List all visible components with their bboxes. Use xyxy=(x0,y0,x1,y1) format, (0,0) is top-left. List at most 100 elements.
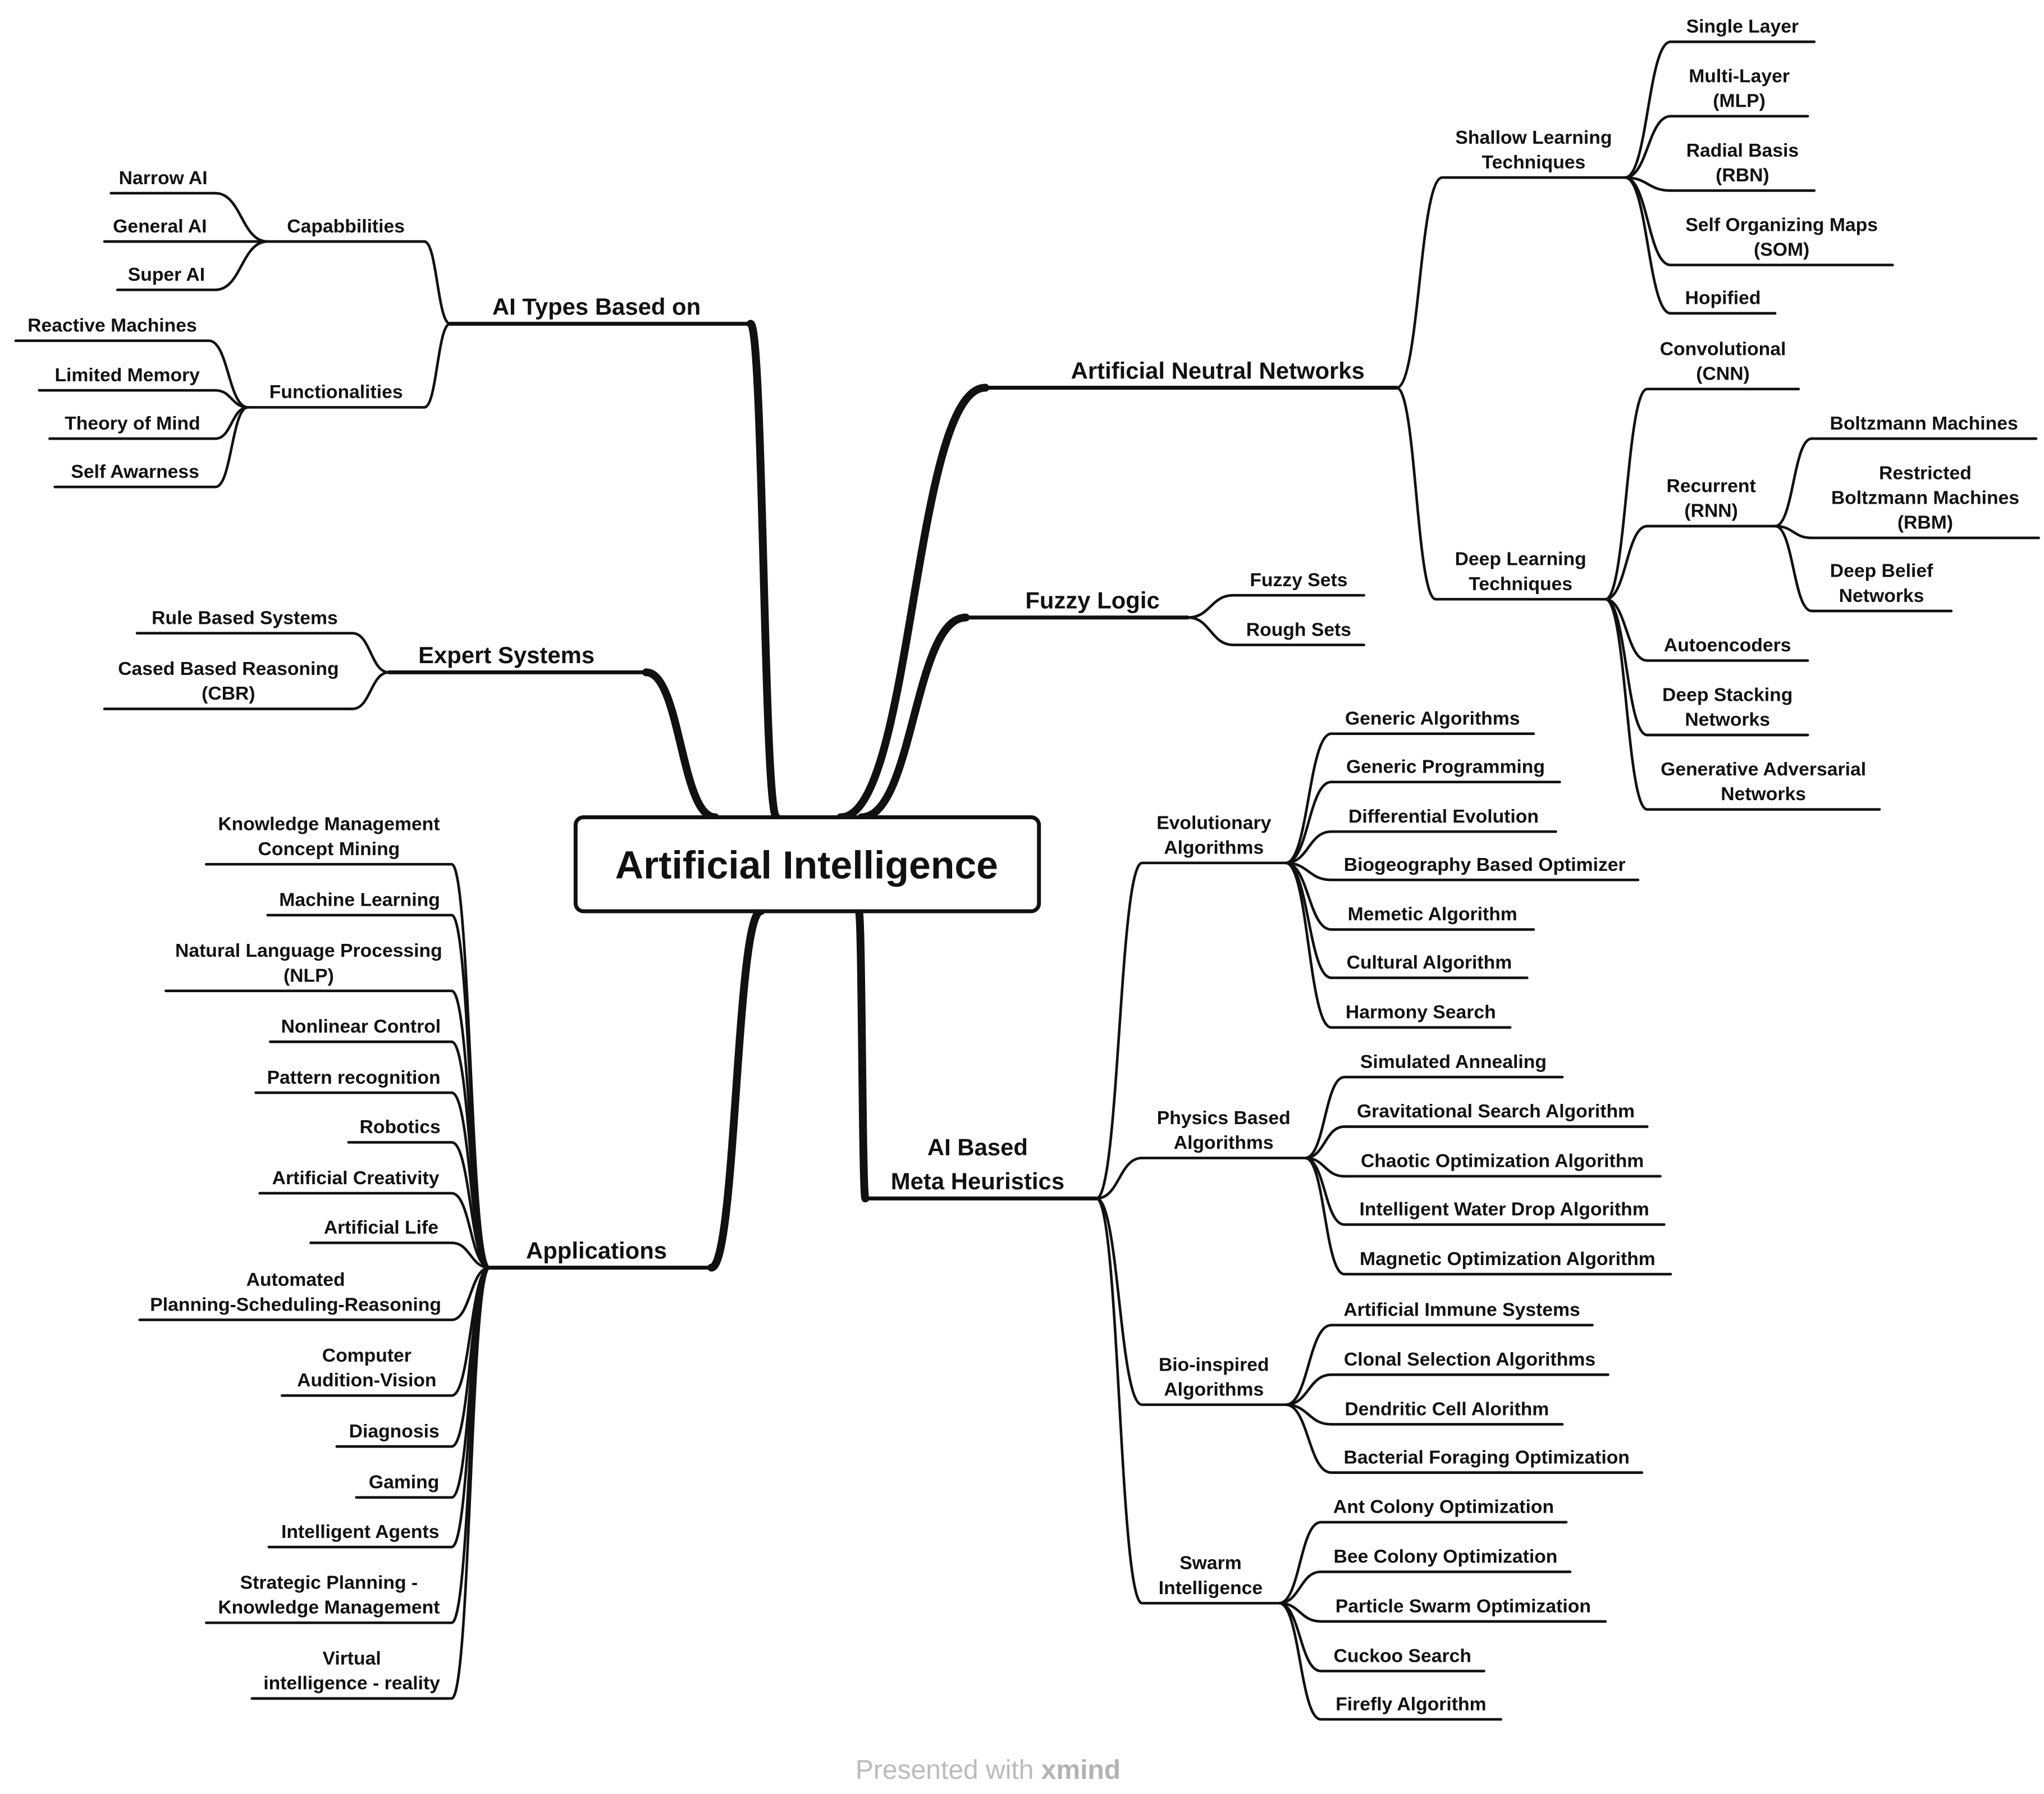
ann-trunk xyxy=(836,384,990,821)
ann-label: Artificial Neutral Networks xyxy=(1071,357,1365,384)
application-robotics: Robotics xyxy=(360,1116,441,1138)
capability-general-ai: General AI xyxy=(113,216,207,237)
shallow-single-layer-connector xyxy=(1624,40,1672,179)
shallow-self-organizing-maps-som: Self Organizing Maps(SOM) xyxy=(1685,214,1878,261)
footer-brand: xmind xyxy=(1041,1755,1121,1785)
application-virtual-intelligence-reality-connector xyxy=(450,1266,491,1700)
capability-super-ai: Super AI xyxy=(128,264,205,285)
rnn-restricted-boltzmann-machines-rbm-connector xyxy=(1773,524,1813,540)
footer-prefix: Presented with xyxy=(856,1755,1041,1785)
meta-generic-algorithms-connector xyxy=(1284,732,1333,865)
application-nonlinear-control: Nonlinear Control xyxy=(281,1016,441,1037)
meta-intelligent-water-drop-algorithm: Intelligent Water Drop Algorithm xyxy=(1360,1199,1649,1220)
deep-rnn-node-connector xyxy=(1604,524,1649,601)
rnn-boltzmann-machines: Boltzmann Machines xyxy=(1830,413,2018,434)
fuzzy-rough-sets: Rough Sets xyxy=(1246,619,1351,640)
meta-swarm-node-connector xyxy=(1095,1197,1144,1605)
deep-learning-node-connector xyxy=(1395,386,1437,601)
application-artificial-life: Artificial Life xyxy=(324,1217,438,1238)
meta-particle-swarm-optimization: Particle Swarm Optimization xyxy=(1336,1595,1591,1617)
deep-cnn-node-connector xyxy=(1604,387,1649,601)
fuzzy-fuzzy-sets: Fuzzy Sets xyxy=(1250,569,1347,591)
application-automated-planning-scheduling-reasoning-connector xyxy=(450,1266,491,1321)
meta-simulated-annealing-connector xyxy=(1304,1075,1346,1160)
application-diagnosis: Diagnosis xyxy=(349,1421,440,1442)
meta-magnetic-optimization-algorithm: Magnetic Optimization Algorithm xyxy=(1360,1248,1656,1270)
ai-types-trunk xyxy=(746,319,781,821)
functionalities-node-connector xyxy=(423,322,452,409)
capabilities-node-connector xyxy=(423,240,452,325)
functionality-self-awarness-connector xyxy=(214,406,250,489)
deep-autoencoders: Autoencoders xyxy=(1664,634,1791,656)
meta-magnetic-optimization-algorithm-connector xyxy=(1304,1156,1346,1276)
shallow-learning-node-connector xyxy=(1395,176,1444,389)
application-robotics-connector xyxy=(450,1141,491,1269)
capability-super-ai-connector xyxy=(214,240,269,291)
capability-narrow-ai: Narrow AI xyxy=(119,167,208,189)
deep-generative-adversarial-networks-connector xyxy=(1604,597,1649,811)
expert-systems-label: Expert Systems xyxy=(418,642,595,668)
meta-simulated-annealing: Simulated Annealing xyxy=(1360,1051,1547,1072)
meta-bee-colony-optimization-connector xyxy=(1278,1571,1323,1605)
application-gaming: Gaming xyxy=(369,1472,439,1493)
meta-generic-programming: Generic Programming xyxy=(1346,756,1545,777)
meta-artificial-immune-systems-connector xyxy=(1284,1323,1333,1407)
meta-chaotic-optimization-algorithm: Chaotic Optimization Algorithm xyxy=(1361,1151,1644,1172)
meta-generic-algorithms: Generic Algorithms xyxy=(1345,707,1520,729)
expert-systems-trunk xyxy=(642,668,720,821)
meta-ant-colony-optimization: Ant Colony Optimization xyxy=(1333,1496,1554,1518)
capabilities-node: Capabbilities xyxy=(287,216,405,237)
expert-cased-based-reasoning-connector xyxy=(351,671,391,710)
meta-clonal-selection-algorithms-connector xyxy=(1284,1373,1333,1407)
footer-credit: Presented with xmind xyxy=(856,1755,1121,1785)
meta-differential-evolution-connector xyxy=(1284,830,1333,865)
fuzzy-rough-sets-connector xyxy=(1186,616,1235,646)
meta-biogeography-based-optimizer: Biogeography Based Optimizer xyxy=(1344,854,1626,875)
application-artificial-creativity-connector xyxy=(450,1192,491,1269)
meta-cuckoo-search: Cuckoo Search xyxy=(1334,1645,1471,1667)
shallow-multi-layer-mlp: Multi-Layer(MLP) xyxy=(1689,65,1790,111)
application-strategic-planning-knowledge-management-connector xyxy=(450,1266,491,1624)
meta-evolutionary-node-connector xyxy=(1095,861,1144,1200)
ai-types-label: AI Types Based on xyxy=(492,293,701,319)
meta-bee-colony-optimization: Bee Colony Optimization xyxy=(1334,1546,1558,1567)
functionalities-node: Functionalities xyxy=(269,381,403,403)
application-pattern-recognition: Pattern recognition xyxy=(267,1067,441,1088)
deep-cnn-node: Convolutional(CNN) xyxy=(1660,338,1786,384)
expert-rule-based-systems: Rule Based Systems xyxy=(152,607,338,628)
meta-bio-node-connector xyxy=(1095,1197,1144,1407)
application-artificial-life-connector xyxy=(450,1241,491,1269)
fuzzy-label: Fuzzy Logic xyxy=(1025,587,1159,613)
shallow-radial-basis-rbn-connector xyxy=(1624,176,1672,192)
application-artificial-creativity: Artificial Creativity xyxy=(272,1167,440,1189)
rnn-boltzmann-machines-connector xyxy=(1773,437,1813,528)
meta-bacterial-foraging-optimization-connector xyxy=(1284,1403,1333,1474)
shallow-radial-basis-rbn: Radial Basis(RBN) xyxy=(1686,140,1799,186)
meta-memetic-algorithm: Memetic Algorithm xyxy=(1348,903,1517,925)
meta-ant-colony-optimization-connector xyxy=(1278,1521,1323,1605)
capability-narrow-ai-connector xyxy=(214,191,269,243)
functionality-reactive-machines-connector xyxy=(207,339,250,409)
meta-clonal-selection-algorithms: Clonal Selection Algorithms xyxy=(1344,1349,1595,1370)
functionality-self-awarness: Self Awarness xyxy=(71,461,199,482)
application-natural-language-processing-nlp: Natural Language Processing(NLP) xyxy=(175,940,442,986)
meta-firefly-algorithm-connector xyxy=(1278,1601,1323,1721)
application-intelligent-agents: Intelligent Agents xyxy=(281,1521,440,1542)
shallow-single-layer: Single Layer xyxy=(1686,16,1799,37)
functionality-limited-memory: Limited Memory xyxy=(54,364,200,386)
shallow-multi-layer-mlp-connector xyxy=(1624,115,1672,179)
meta-gravitational-search-algorithm: Gravitational Search Algorithm xyxy=(1357,1101,1635,1122)
meta-firefly-algorithm: Firefly Algorithm xyxy=(1336,1693,1486,1715)
deep-autoencoders-connector xyxy=(1604,597,1649,662)
